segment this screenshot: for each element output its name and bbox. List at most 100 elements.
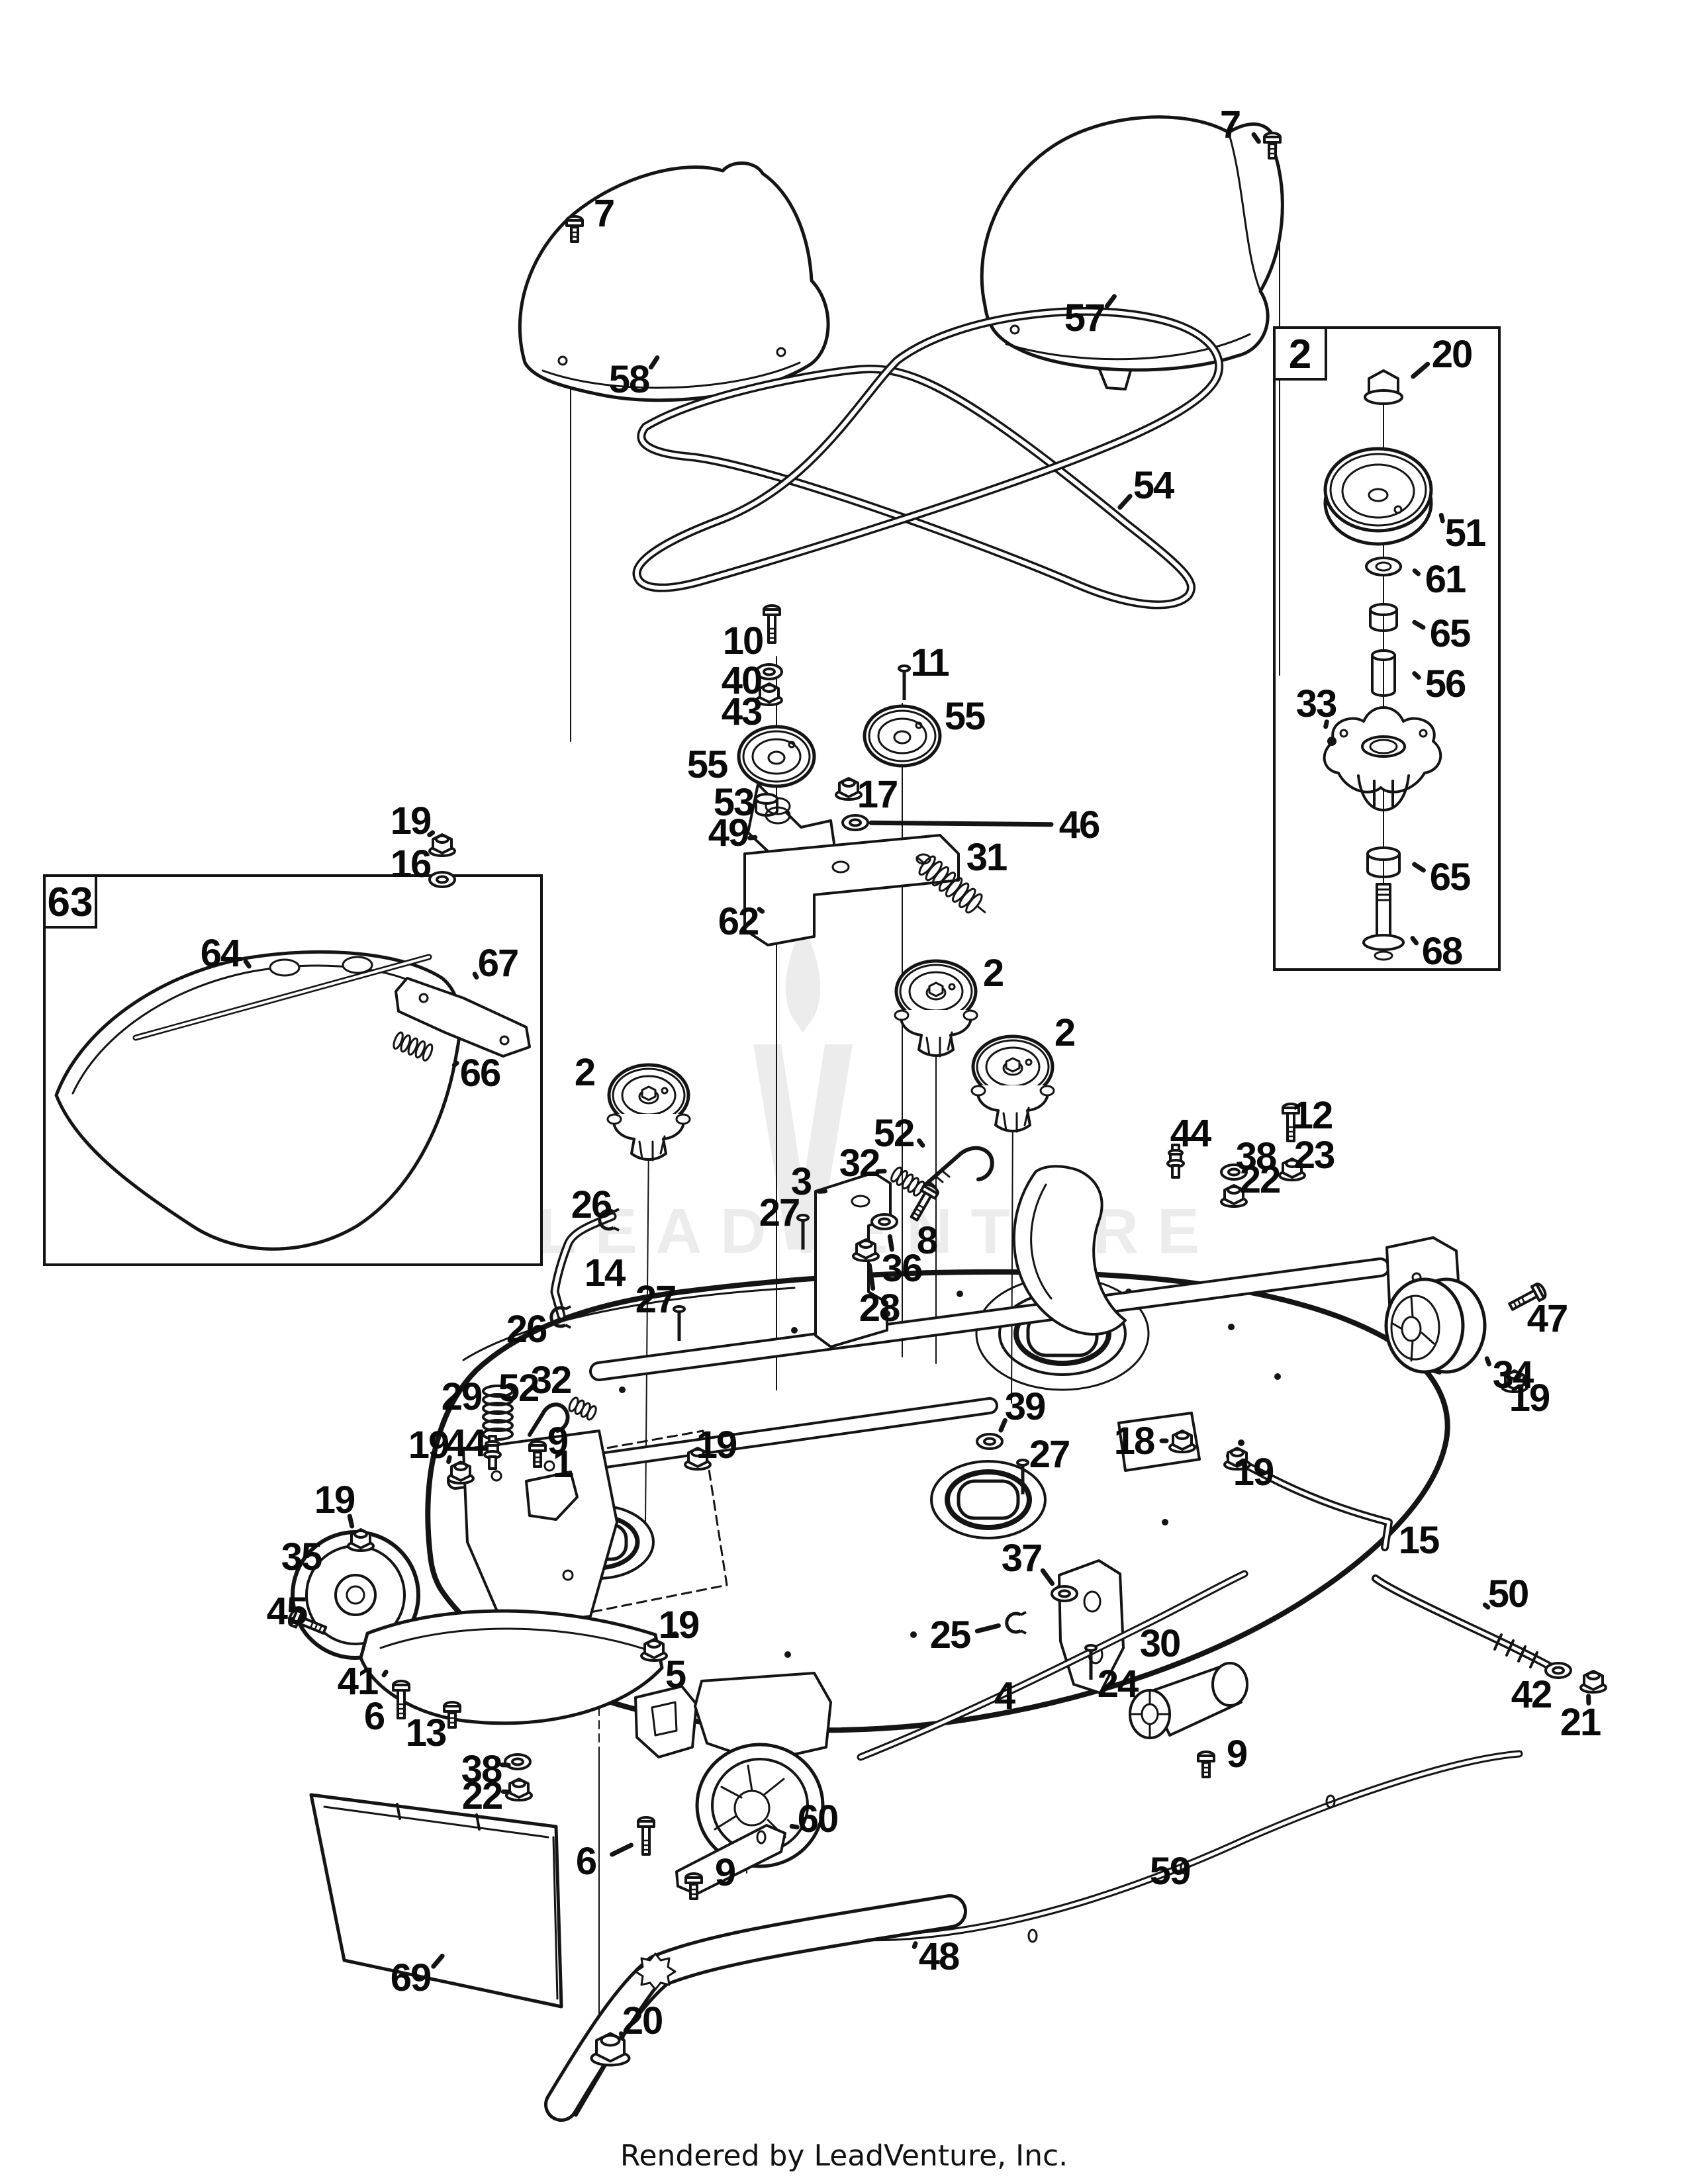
part-glyph-nut (1579, 1670, 1607, 1694)
callout-label-53: 53 (714, 781, 754, 824)
part-glyph-nut (684, 1447, 712, 1471)
tension-spring-31 (915, 855, 986, 914)
part-glyph-bolt (1282, 1103, 1300, 1142)
callout-label-29: 29 (442, 1375, 482, 1418)
leader-line (1482, 1602, 1491, 1610)
callout-label-54: 54 (1133, 464, 1174, 507)
callout-label-62: 62 (718, 900, 759, 943)
leader-line (1438, 512, 1445, 523)
callout-label-25: 25 (930, 1614, 970, 1657)
part-glyph-nut (640, 1638, 668, 1662)
callout-label-61: 61 (1425, 558, 1466, 601)
part-glyph-nut (755, 682, 783, 706)
belt-cover-left-58 (518, 161, 830, 402)
callout-label-37: 37 (1002, 1537, 1042, 1580)
callout-label-58: 58 (609, 358, 649, 401)
leader-line (1412, 671, 1421, 680)
callout-label-28: 28 (859, 1287, 900, 1330)
callout-label-40: 40 (722, 659, 762, 702)
inset-box-label-63: 63 (48, 880, 93, 925)
callout-label-30: 30 (1140, 1622, 1180, 1665)
callout-label-49: 49 (708, 811, 749, 854)
j-bolt-52-lower (528, 1396, 597, 1437)
roller-30 (1129, 1662, 1248, 1739)
callout-label-51: 51 (1445, 512, 1485, 555)
callout-label-19: 19 (1509, 1377, 1550, 1420)
leadventure-watermark-logo (753, 925, 853, 1250)
part-glyph-bushing (755, 793, 778, 817)
callout-label-68: 68 (1422, 930, 1462, 973)
leader-line (381, 1669, 389, 1678)
part-glyph-washer (1220, 1163, 1248, 1181)
part-glyph-bolt (287, 1609, 328, 1635)
inset-box-2 (1273, 326, 1501, 971)
callout-label-38: 38 (1236, 1135, 1276, 1178)
callout-label-12: 12 (1292, 1094, 1333, 1137)
part-glyph-screw (684, 1872, 703, 1900)
callout-label-15: 15 (1399, 1519, 1439, 1562)
callout-label-55: 55 (945, 695, 985, 738)
leader-line (451, 1060, 459, 1068)
part-glyph-washer (870, 1213, 898, 1230)
callout-label-22: 22 (1240, 1158, 1280, 1201)
bracket-3-cluster (814, 1146, 1127, 1348)
callout-label-38: 38 (461, 1748, 502, 1791)
callout-label-19: 19 (314, 1479, 355, 1522)
part-glyph-nut (347, 1528, 375, 1552)
callout-label-5: 5 (665, 1653, 686, 1696)
leader-line (1410, 936, 1419, 946)
leader-line (431, 1953, 445, 1969)
part-glyph-fitting (483, 1435, 502, 1470)
leader-line (1411, 361, 1430, 379)
callout-label-42: 42 (1511, 1673, 1552, 1716)
callout-label-64: 64 (201, 932, 242, 975)
leader-line (1104, 294, 1117, 309)
callout-label-11: 11 (910, 641, 949, 684)
spindle-assembly-2-right (972, 1036, 1054, 1132)
leader-line (472, 972, 479, 980)
callout-label-33: 33 (1296, 682, 1336, 725)
part-glyph-washer (976, 1433, 1004, 1450)
lift-rod-50 (1372, 1574, 1553, 1670)
callout-label-1: 1 (553, 1443, 573, 1486)
leader-line (998, 1418, 1008, 1433)
part-glyph-bolt (392, 1680, 410, 1719)
leader-line (1412, 619, 1426, 630)
callout-label-65: 65 (1430, 612, 1470, 655)
callout-label-32: 32 (531, 1359, 571, 1402)
leader-line (1484, 1356, 1491, 1367)
deck-belt-54 (632, 307, 1224, 610)
callout-label-50: 50 (1488, 1572, 1528, 1615)
front-wheel-assembly (694, 1672, 832, 1868)
leader-line (427, 830, 436, 838)
callout-label-2: 2 (1055, 1011, 1074, 1054)
callout-label-14: 14 (585, 1251, 626, 1295)
leader-line (1117, 494, 1133, 510)
part-glyph-washer (1544, 1662, 1572, 1679)
inset-63-contents (54, 950, 531, 1251)
part-glyph-washer (755, 663, 783, 680)
callout-label-27: 27 (759, 1191, 800, 1234)
idler-pulley-55-right (863, 704, 942, 768)
leader-line (757, 907, 765, 914)
callout-label-19: 19 (408, 1424, 449, 1467)
leader-line (1412, 862, 1426, 873)
inset-box-63 (43, 874, 543, 1266)
callout-label-26: 26 (571, 1183, 612, 1226)
callout-label-21: 21 (1560, 1701, 1601, 1744)
part-glyph-screw (1263, 132, 1282, 159)
inset-frames: 2 63 (43, 326, 1501, 1266)
callout-label-6: 6 (576, 1840, 596, 1883)
leader-line (867, 1262, 876, 1291)
baffle-60 (675, 1824, 786, 1895)
part-glyph-bolt (763, 604, 781, 644)
callout-label-19: 19 (659, 1604, 699, 1647)
callout-label-24: 24 (1098, 1662, 1139, 1706)
part-glyph-dot (1327, 737, 1336, 746)
callout-label-17: 17 (857, 773, 898, 816)
part-glyph-screw (528, 1440, 547, 1468)
callout-label-19: 19 (696, 1424, 737, 1467)
callout-label-6: 6 (364, 1695, 385, 1738)
leader-line (917, 1138, 925, 1148)
